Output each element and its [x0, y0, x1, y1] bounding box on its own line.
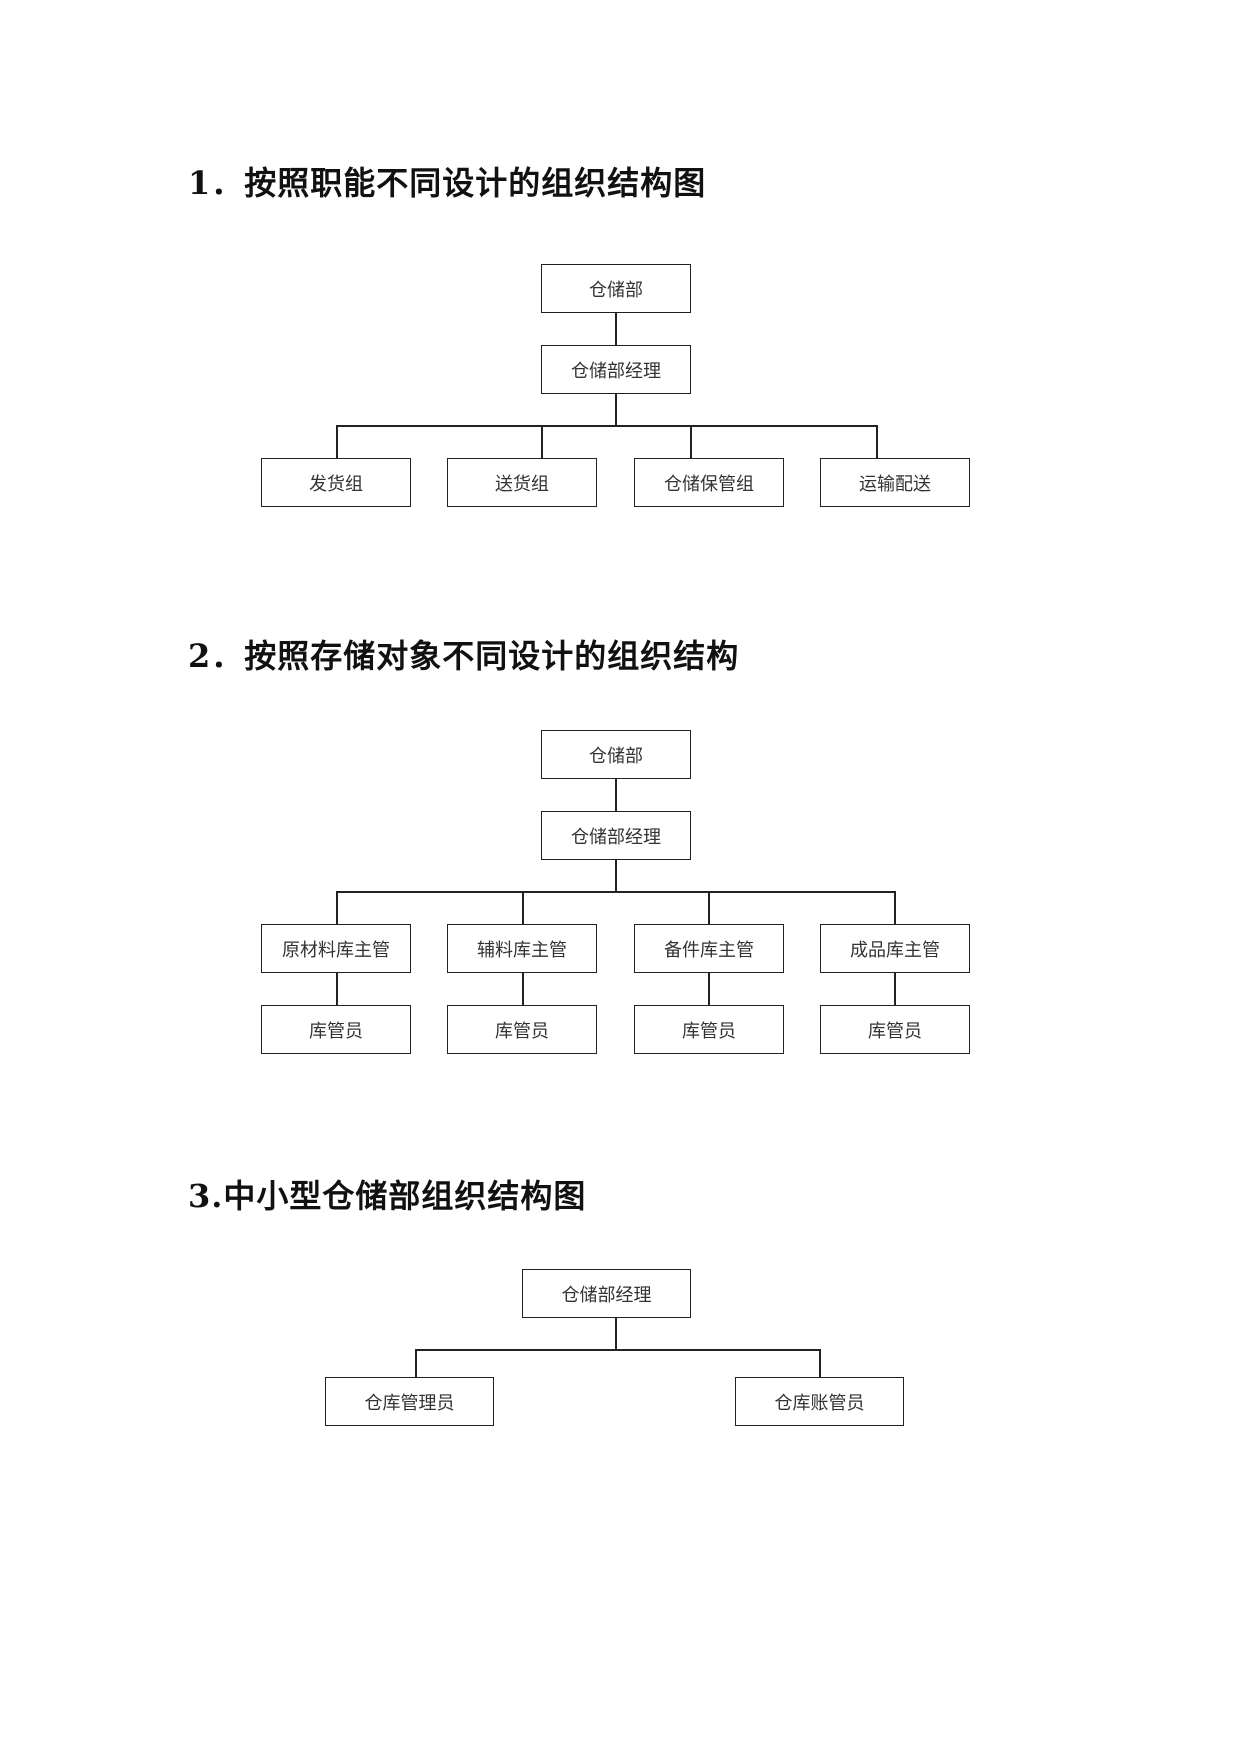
connector-line: [708, 891, 710, 924]
diagram3-staff-box: 仓库管理员: [325, 1377, 494, 1426]
connector-line: [615, 313, 617, 345]
diagram3-manager-box: 仓储部经理: [522, 1269, 691, 1318]
diagram2-supervisor-box: 备件库主管: [634, 924, 784, 973]
connector-line: [415, 1349, 820, 1351]
connector-line: [522, 973, 524, 1005]
diagram3-staff-box: 仓库账管员: [735, 1377, 904, 1426]
connector-line: [522, 891, 524, 924]
connector-line: [819, 1349, 821, 1377]
diagram1-title: 1．按照职能不同设计的组织结构图: [188, 164, 707, 202]
connector-line: [708, 973, 710, 1005]
diagram2-supervisor-box: 成品库主管: [820, 924, 970, 973]
diagram2-staff-box: 库管员: [447, 1005, 597, 1054]
connector-line: [615, 779, 617, 811]
connector-line: [894, 891, 896, 924]
diagram1-group-box: 仓储保管组: [634, 458, 784, 507]
diagram1-manager-box: 仓储部经理: [541, 345, 691, 394]
connector-line: [336, 973, 338, 1005]
diagram2-staff-box: 库管员: [634, 1005, 784, 1054]
diagram1-root-box: 仓储部: [541, 264, 691, 313]
connector-line: [336, 891, 338, 924]
diagram2-supervisor-box: 原材料库主管: [261, 924, 411, 973]
diagram2-staff-box: 库管员: [261, 1005, 411, 1054]
diagram2-title: 2．按照存储对象不同设计的组织结构: [188, 637, 740, 675]
connector-line: [615, 1318, 617, 1350]
diagram2-staff-box: 库管员: [820, 1005, 970, 1054]
connector-line: [541, 425, 543, 458]
connector-line: [876, 425, 878, 458]
connector-line: [336, 425, 877, 427]
connector-line: [690, 425, 692, 458]
connector-line: [336, 425, 338, 458]
connector-line: [415, 1349, 417, 1377]
connector-line: [336, 891, 895, 893]
diagram2-manager-box: 仓储部经理: [541, 811, 691, 860]
connector-line: [615, 860, 617, 892]
diagram2-root-box: 仓储部: [541, 730, 691, 779]
diagram2-supervisor-box: 辅料库主管: [447, 924, 597, 973]
diagram1-group-box: 发货组: [261, 458, 411, 507]
diagram1-group-box: 运输配送: [820, 458, 970, 507]
diagram3-title: 3.中小型仓储部组织结构图: [188, 1177, 587, 1215]
diagram1-group-box: 送货组: [447, 458, 597, 507]
connector-line: [894, 973, 896, 1005]
connector-line: [615, 394, 617, 426]
